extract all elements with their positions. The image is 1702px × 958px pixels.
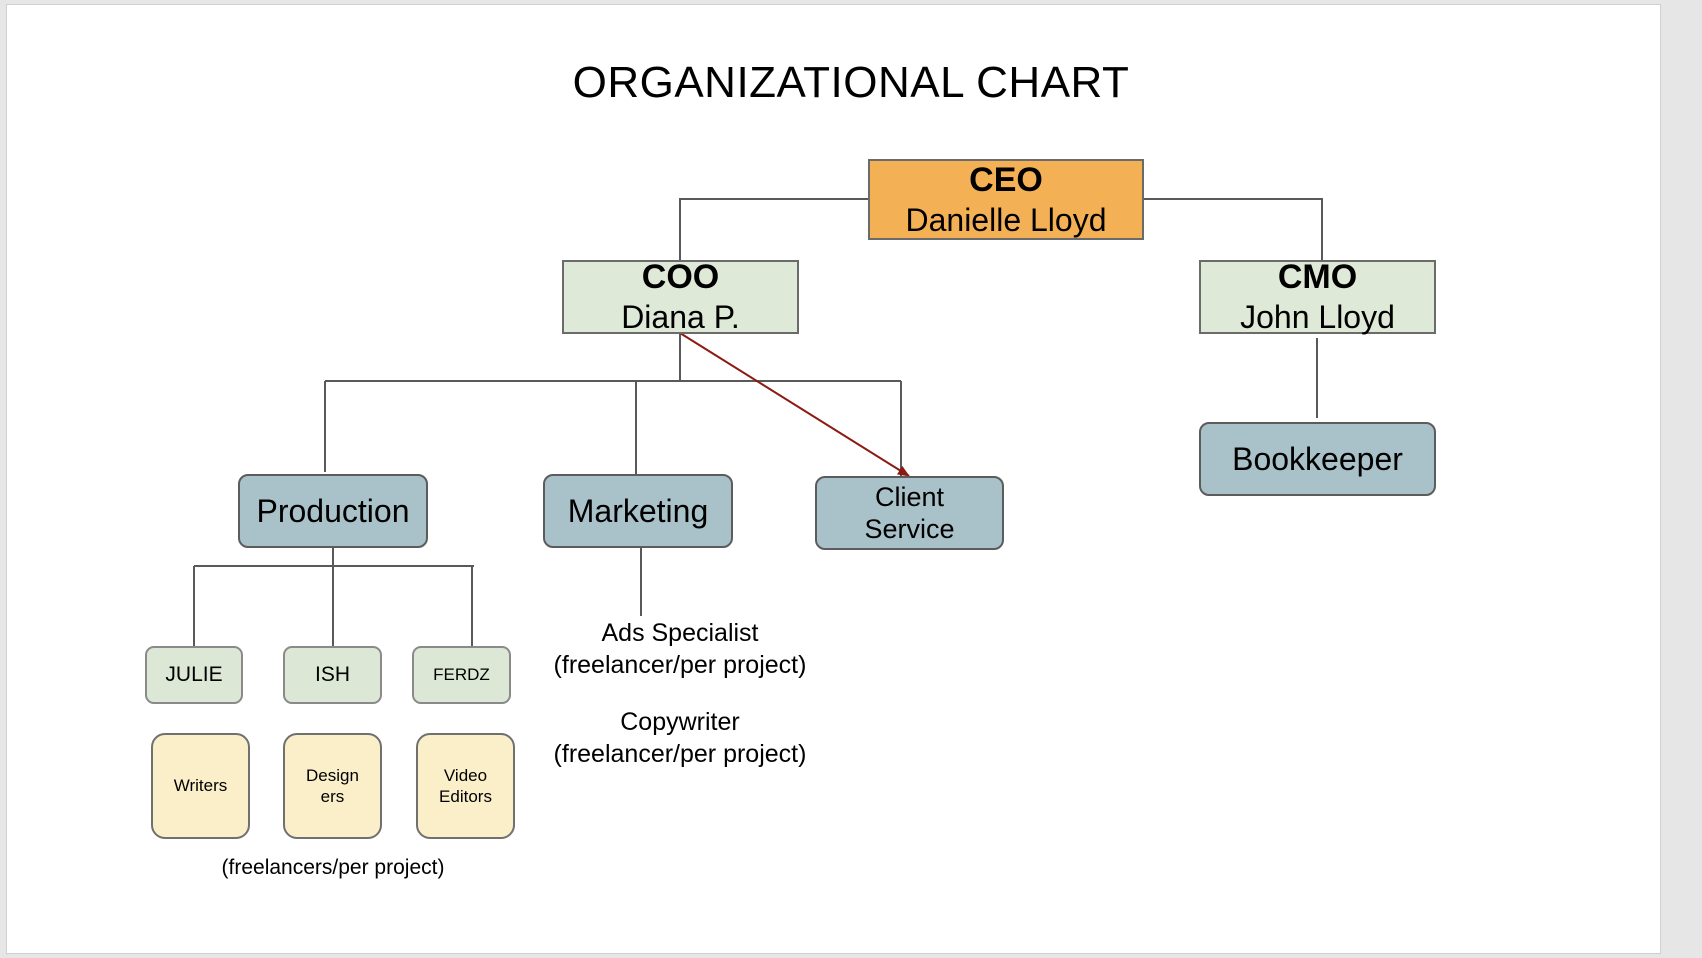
bookkeeper-label: Bookkeeper: [1232, 440, 1403, 477]
cmo-box: CMO John Lloyd: [1199, 258, 1436, 336]
coo-box: COO Diana P.: [562, 258, 799, 336]
lead-box-ferdz: FERDZ: [412, 646, 511, 704]
team-label: Writers: [173, 776, 228, 796]
bookkeeper-box: Bookkeeper: [1199, 422, 1436, 496]
team-box-designers: Design ers: [283, 733, 382, 839]
lead-label: JULIE: [165, 663, 223, 687]
ads-specialist-note: Ads Specialist (freelancer/per project): [553, 619, 807, 679]
ceo-role: CEO: [969, 160, 1043, 199]
ceo-box: CEO Danielle Lloyd: [868, 159, 1144, 240]
client-service-label: Client Service: [864, 481, 955, 544]
copywriter-note: Copywriter (freelancer/per project): [553, 708, 807, 768]
cmo-role: CMO: [1277, 258, 1358, 297]
marketing-label: Marketing: [567, 492, 709, 529]
coo-name: Diana P.: [621, 299, 740, 336]
production-department-box: Production: [238, 474, 428, 548]
team-box-video-editors: Video Editors: [416, 733, 515, 839]
ceo-name: Danielle Lloyd: [905, 201, 1107, 238]
chart-title: ORGANIZATIONAL CHART: [572, 58, 1130, 107]
production-label: Production: [256, 492, 410, 529]
production-freelancers-note: (freelancers/per project): [221, 856, 445, 879]
cmo-name: John Lloyd: [1240, 299, 1395, 336]
lead-box-julie: JULIE: [145, 646, 243, 704]
lead-label: ISH: [314, 663, 350, 687]
team-label: Design ers: [306, 765, 359, 806]
team-box-writers: Writers: [151, 733, 250, 839]
marketing-department-box: Marketing: [543, 474, 733, 548]
team-label: Video Editors: [439, 765, 492, 806]
lead-box-ish: ISH: [283, 646, 382, 704]
client-service-department-box: Client Service: [815, 476, 1004, 550]
coo-role: COO: [641, 258, 720, 297]
lead-label: FERDZ: [433, 664, 490, 684]
